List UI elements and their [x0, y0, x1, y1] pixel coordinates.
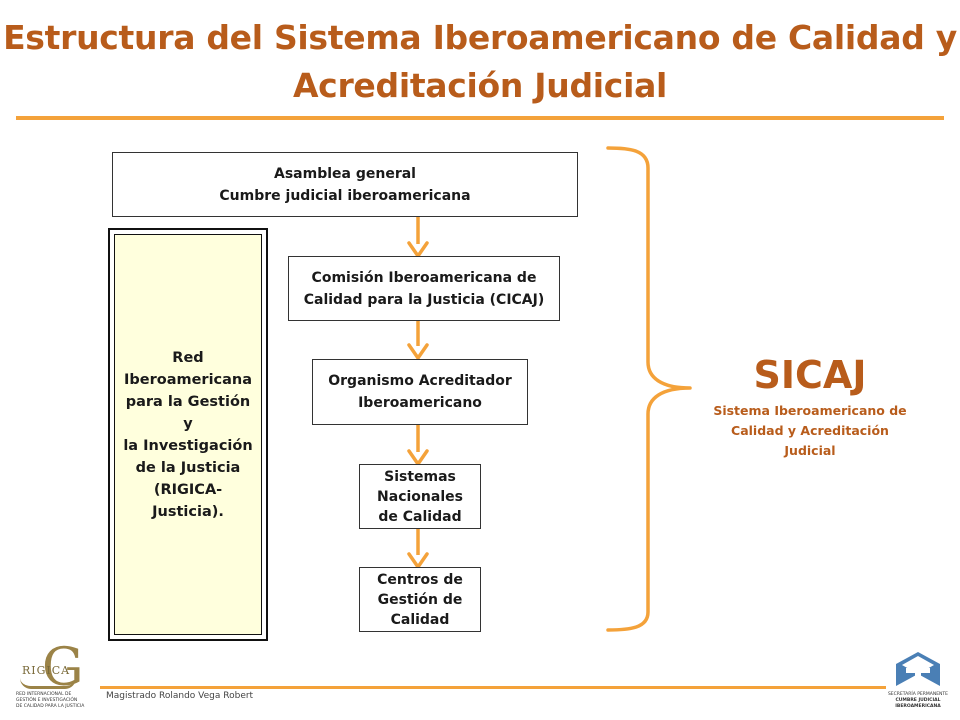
cicaj-box: Comisión Iberoamericana de Calidad para …	[288, 256, 560, 321]
rigica-caption-line: DE CALIDAD PARA LA JUSTICIA	[16, 704, 85, 709]
cumbre-judicial-emblem-icon	[896, 652, 940, 686]
page-title: Estructura del Sistema Iberoamericano de…	[0, 14, 960, 110]
sicaj-desc-line3: Judicial	[784, 443, 836, 458]
centers-line3: Calidad	[390, 611, 450, 628]
footer-author: Magistrado Rolando Vega Robert	[106, 691, 254, 701]
rigica-line: la Investigación	[123, 437, 253, 454]
rigica-logo-swoosh	[20, 678, 76, 689]
footer-divider	[100, 686, 886, 689]
centers-line1: Centros de	[377, 571, 463, 588]
sicaj-desc-line1: Sistema Iberoamericano de	[713, 403, 907, 418]
national-systems-box: Sistemas Nacionales de Calidad	[359, 464, 481, 529]
rigica-network-inner: Red Iberoamericana para la Gestión y la …	[114, 234, 262, 635]
rigica-logo-caption: RED INTERNACIONAL DE GESTIÓN E INVESTIGA…	[16, 692, 106, 710]
cumbre-caption-line: IBEROAMERICANA	[895, 704, 941, 709]
rigica-caption-line: RED INTERNACIONAL DE	[16, 692, 72, 697]
rigica-line: para la Gestión y	[125, 393, 251, 432]
national-line1: Sistemas	[384, 468, 456, 485]
sicaj-curly-brace	[606, 146, 692, 632]
title-divider	[16, 116, 944, 120]
rigica-line: Iberoamericana	[123, 371, 253, 388]
cumbre-judicial-logo: SECRETARÍA PERMANENTE CUMBRE JUDICIAL IB…	[878, 650, 958, 716]
assembly-line2: Cumbre judicial iberoamericana	[219, 187, 471, 204]
centers-line2: Gestión de	[377, 591, 463, 608]
page-title-line2: Acreditación Judicial	[292, 66, 668, 105]
accreditor-line1: Organismo Acreditador	[328, 373, 512, 389]
national-line2: Nacionales	[377, 488, 463, 505]
cumbre-caption-line: SECRETARÍA PERMANENTE	[887, 692, 949, 697]
rigica-network-text: Red Iberoamericana para la Gestión y la …	[119, 347, 257, 523]
page-title-line1: Estructura del Sistema Iberoamericano de…	[3, 18, 957, 57]
cicaj-line2: Calidad para la Justicia (CICAJ)	[303, 291, 545, 308]
sicaj-description: Sistema Iberoamericano de Calidad y Acre…	[704, 401, 916, 461]
rigica-logo-wordmark: RIGICA	[22, 664, 71, 677]
flow-arrow-cicaj-to-accreditor	[407, 320, 429, 360]
flow-arrow-assembly-to-cicaj	[407, 216, 429, 258]
flow-arrow-accreditor-to-national	[407, 424, 429, 466]
cumbre-caption-line: CUMBRE JUDICIAL	[895, 698, 941, 703]
cumbre-judicial-caption: SECRETARÍA PERMANENTE CUMBRE JUDICIAL IB…	[878, 692, 958, 710]
quality-centers-box: Centros de Gestión de Calidad	[359, 567, 481, 632]
rigica-line: Red	[172, 349, 204, 366]
national-line3: de Calidad	[378, 508, 462, 525]
rigica-line: de la Justicia	[135, 459, 241, 476]
rigica-logo: G RIGICA RED INTERNACIONAL DE GESTIÓN E …	[16, 638, 92, 714]
cicaj-line1: Comisión Iberoamericana de	[311, 269, 537, 286]
assembly-line1: Asamblea general	[274, 165, 416, 182]
accreditor-box: Organismo Acreditador Iberoamericano	[312, 359, 528, 425]
rigica-line: (RIGICA-Justicia).	[152, 481, 224, 520]
accreditor-line2: Iberoamericano	[358, 395, 482, 411]
flow-arrow-national-to-centers	[407, 528, 429, 569]
rigica-caption-line: GESTIÓN E INVESTIGACIÓN	[16, 698, 78, 703]
sicaj-acronym: SICAJ	[753, 353, 867, 397]
assembly-box: Asamblea general Cumbre judicial iberoam…	[112, 152, 578, 217]
rigica-network-box: Red Iberoamericana para la Gestión y la …	[108, 228, 268, 641]
sicaj-desc-line2: Calidad y Acreditación	[731, 423, 889, 438]
